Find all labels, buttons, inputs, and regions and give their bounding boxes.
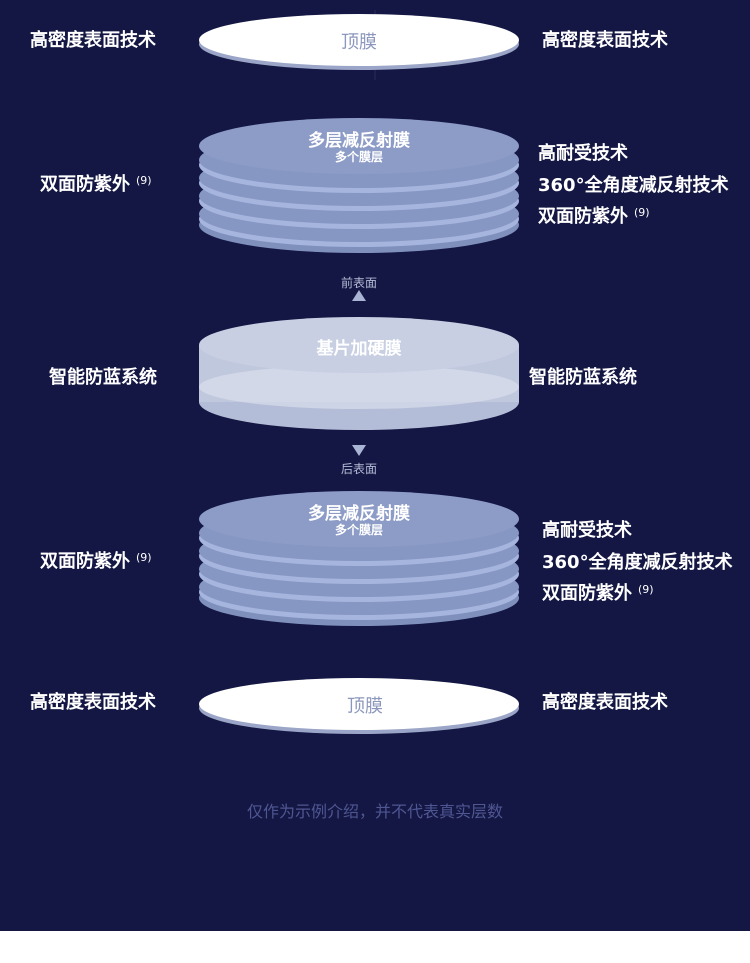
top-film-left-label: 高密度表面技术: [30, 30, 156, 51]
bottom-film-title: 顶膜: [347, 696, 383, 717]
back-stack-title: 多层减反射膜: [308, 504, 410, 524]
front-stack-title: 多层减反射膜: [308, 131, 410, 151]
front-stack-right-label-2: 360°全角度减反射技术: [538, 175, 729, 196]
substrate-right-label: 智能防蓝系统: [529, 367, 637, 388]
back-surface-label: 后表面: [340, 462, 377, 476]
bottom-film-left-label: 高密度表面技术: [30, 692, 156, 713]
back-stack-right-label-2: 360°全角度减反射技术: [542, 552, 733, 573]
top-film-right-label: 高密度表面技术: [542, 30, 668, 51]
disclaimer-note: 仅作为示例介绍，并不代表真实层数: [246, 802, 503, 821]
back-arrow-down-icon: [352, 445, 366, 456]
top-film-disk: [199, 14, 519, 70]
front-stack-subtitle: 多个膜层: [334, 150, 383, 164]
back-stack-subtitle: 多个膜层: [334, 523, 383, 537]
top-film-title: 顶膜: [341, 32, 377, 53]
front-ar-stack: [199, 118, 519, 253]
back-stack-right-label-3: 双面防紫外(9): [542, 583, 654, 604]
front-surface-label: 前表面: [340, 276, 377, 290]
substrate-title: 基片加硬膜: [316, 339, 402, 359]
back-stack-right-label-1: 高耐受技术: [542, 520, 632, 541]
front-arrow-up-icon: [352, 290, 366, 301]
back-ar-stack: [199, 491, 519, 626]
bottom-film-disk: [199, 678, 519, 734]
substrate-disk: [199, 317, 519, 430]
front-stack-right-label-3: 双面防紫外(9): [538, 206, 650, 227]
substrate-left-label: 智能防蓝系统: [49, 367, 157, 388]
back-stack-left-label: 双面防紫外(9): [40, 551, 152, 572]
bottom-film-right-label: 高密度表面技术: [542, 692, 668, 713]
front-stack-right-label-1: 高耐受技术: [538, 143, 628, 164]
front-stack-left-label: 双面防紫外(9): [40, 174, 152, 195]
